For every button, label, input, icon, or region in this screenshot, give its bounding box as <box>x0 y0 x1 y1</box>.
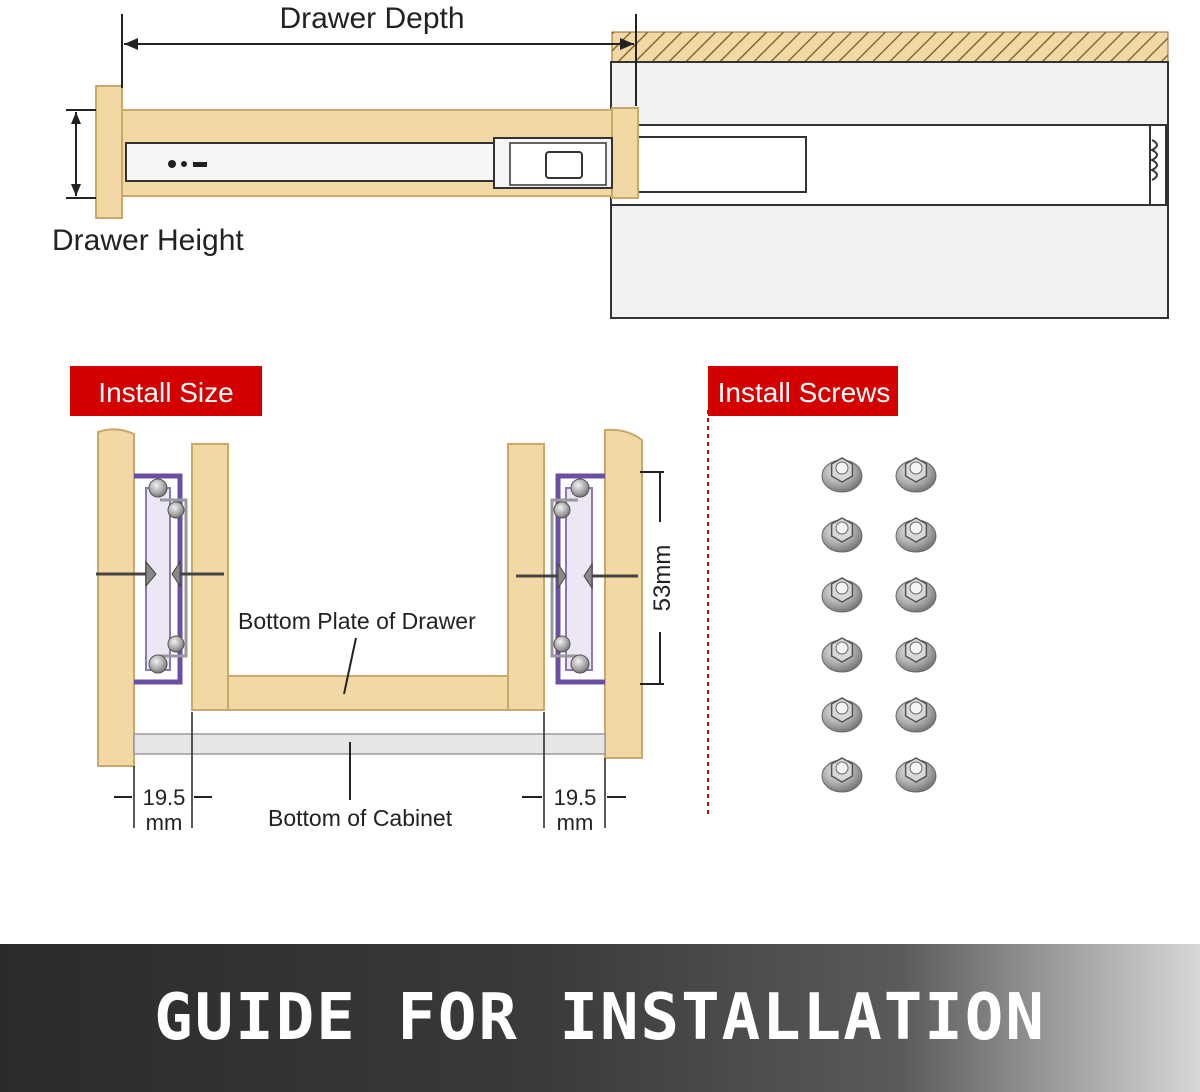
cabinet-wall-left <box>97 428 135 767</box>
cabinet-countertop <box>611 31 1169 63</box>
cabinet-bottom <box>133 733 606 755</box>
screw-icon <box>821 457 863 493</box>
rail-assembly-left <box>96 473 224 685</box>
screw-icon <box>821 757 863 793</box>
gap-left-value: 19.5 <box>143 785 186 810</box>
install-size-tag-label: Install Size <box>98 377 233 408</box>
rail-assembly-right <box>516 473 638 685</box>
screw-icon <box>821 637 863 673</box>
install-screws-tag <box>708 366 898 416</box>
drawer-inner-rail <box>125 142 497 182</box>
screw-icon <box>821 517 863 553</box>
drawer-side-left <box>191 443 229 711</box>
gap-right-unit: mm <box>557 810 594 835</box>
gap-left-unit: mm <box>146 810 183 835</box>
screw-icon <box>895 457 937 493</box>
height-dimension-label: 53mm <box>649 545 676 612</box>
installation-diagram: Drawer Depth Drawer Height Install Size <box>52 2 1169 835</box>
screw-icon <box>821 577 863 613</box>
screw-icon <box>895 637 937 673</box>
screw-icon <box>895 577 937 613</box>
drawer-height-label: Drawer Height <box>52 224 244 257</box>
screw-icon <box>895 517 937 553</box>
cabinet-wall-right <box>604 428 643 759</box>
install-size-section: Install Size <box>70 366 676 835</box>
drawer-depth-label: Drawer Depth <box>279 2 464 35</box>
top-slide-diagram: Drawer Depth Drawer Height <box>52 2 1169 319</box>
title-banner: GUIDE FOR INSTALLATION <box>0 944 1200 1092</box>
bottom-plate-leader <box>343 637 357 695</box>
screw-grid <box>821 457 937 793</box>
drawer-front-panel <box>95 85 123 219</box>
drawer-back-panel <box>611 107 639 199</box>
bottom-cabinet-label: Bottom of Cabinet <box>268 805 453 831</box>
drawer-bottom-plate <box>227 675 509 711</box>
banner-title: GUIDE FOR INSTALLATION <box>154 981 1046 1055</box>
screw-icon <box>895 757 937 793</box>
install-size-tag <box>70 366 262 416</box>
gap-right-value: 19.5 <box>554 785 597 810</box>
screw-icon <box>895 697 937 733</box>
screw-icon <box>821 697 863 733</box>
install-screws-section: Install Screws <box>707 366 937 818</box>
install-screws-tag-label: Install Screws <box>718 377 891 408</box>
bottom-plate-label: Bottom Plate of Drawer <box>238 608 476 634</box>
rail-mounting-bracket <box>637 136 807 193</box>
